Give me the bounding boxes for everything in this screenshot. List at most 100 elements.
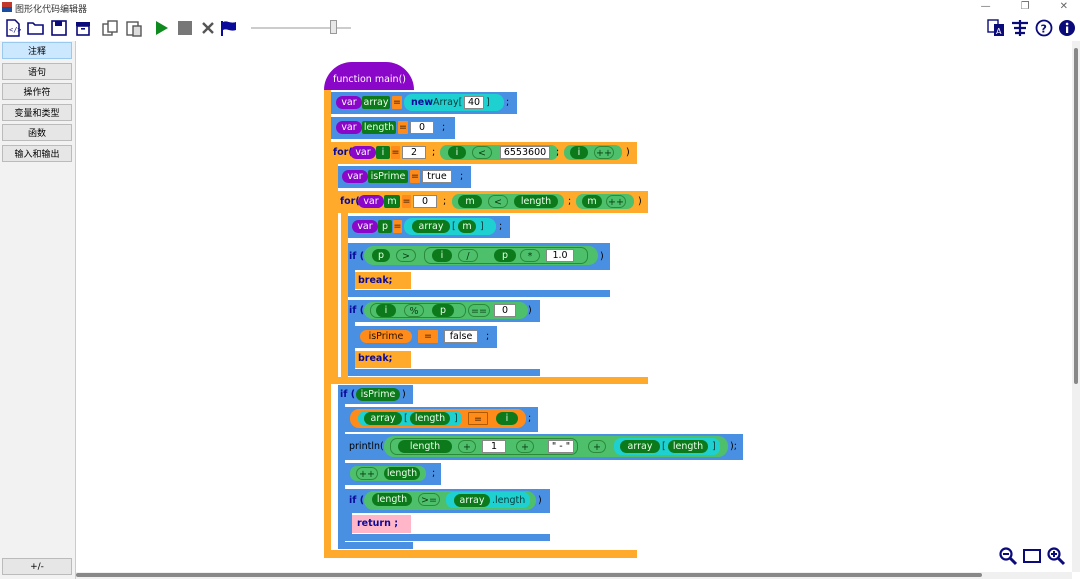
semicolon: ; xyxy=(442,122,446,133)
var-keyword: var xyxy=(342,170,368,183)
variable-p[interactable]: p xyxy=(378,220,392,233)
info-icon[interactable] xyxy=(1057,18,1077,38)
semicolon: ; xyxy=(460,171,464,182)
run-icon[interactable] xyxy=(151,18,171,38)
return-statement[interactable] xyxy=(352,515,411,533)
for-inner-spine xyxy=(341,213,348,377)
vertical-scroll-thumb[interactable] xyxy=(1074,48,1078,384)
variable-array[interactable]: array xyxy=(454,494,490,507)
equals-operator: == xyxy=(468,304,490,317)
gte-operator: >= xyxy=(418,493,440,506)
svg-text:?: ? xyxy=(1041,23,1047,36)
for-outer-end xyxy=(331,377,648,384)
variable-length[interactable]: length xyxy=(362,121,396,134)
sidebar-toggle-button[interactable]: +/- xyxy=(2,558,72,575)
speed-slider-thumb[interactable] xyxy=(330,20,337,34)
i-initial-input[interactable]: 2 xyxy=(402,146,426,159)
semicolon: ; xyxy=(486,331,490,342)
variable-m[interactable]: m xyxy=(458,220,476,233)
upper-bound-input[interactable]: 6553600 xyxy=(500,146,550,159)
variable-length[interactable]: length xyxy=(668,440,708,453)
variable-array[interactable]: array xyxy=(620,440,660,453)
one-literal-input[interactable]: 1 xyxy=(482,440,506,453)
false-literal-input[interactable]: false xyxy=(444,330,478,343)
variable-length[interactable]: length xyxy=(514,195,558,208)
flag-icon[interactable] xyxy=(219,18,239,38)
break-statement[interactable] xyxy=(355,272,411,289)
variable-i[interactable]: i xyxy=(448,146,466,159)
help-icon[interactable]: ? xyxy=(1034,18,1054,38)
function-main-block[interactable] xyxy=(324,62,414,90)
archive-icon[interactable] xyxy=(73,18,93,38)
for-outer-spine xyxy=(331,164,338,384)
assign-operator: = xyxy=(418,330,438,343)
minimize-button[interactable]: — xyxy=(980,1,991,12)
variable-array[interactable]: array xyxy=(364,412,402,425)
category-variables-types[interactable]: 变量和类型 xyxy=(2,104,72,121)
category-io[interactable]: 输入和输出 xyxy=(2,145,72,162)
code-canvas[interactable] xyxy=(76,41,1072,572)
category-functions[interactable]: 函数 xyxy=(2,124,72,141)
isprime-initial-input[interactable]: true xyxy=(422,170,452,183)
semicolon: ; xyxy=(556,147,560,158)
length-initial-input[interactable]: 0 xyxy=(410,121,434,134)
paste-icon[interactable] xyxy=(124,18,144,38)
restore-button[interactable]: ❐ xyxy=(1020,1,1030,12)
variable-length[interactable]: length xyxy=(410,412,450,425)
break-keyword: break; xyxy=(358,275,393,286)
variable-isprime[interactable]: isPrime xyxy=(368,170,408,183)
variable-i[interactable]: i xyxy=(432,249,452,262)
variable-i[interactable]: i xyxy=(376,304,396,317)
zero-literal-input[interactable]: 0 xyxy=(494,304,516,317)
zoom-fit-icon[interactable] xyxy=(1022,546,1042,566)
close-paren: ) xyxy=(626,147,630,158)
variable-isprime[interactable]: isPrime xyxy=(356,388,400,401)
m-initial-input[interactable]: 0 xyxy=(413,195,437,208)
variable-i[interactable]: i xyxy=(376,146,390,159)
variable-array[interactable]: array xyxy=(412,220,450,233)
variable-length[interactable]: length xyxy=(372,493,412,506)
variable-m[interactable]: m xyxy=(384,195,400,208)
variable-array[interactable]: array xyxy=(362,96,390,109)
zoom-out-icon[interactable] xyxy=(998,546,1018,566)
variable-p[interactable]: p xyxy=(372,249,390,262)
horizontal-scroll-thumb[interactable] xyxy=(76,573,982,577)
copy-icon[interactable] xyxy=(101,18,121,38)
speed-slider-track[interactable] xyxy=(251,27,351,29)
string-literal-input[interactable]: " - " xyxy=(548,440,574,453)
variable-isprime[interactable]: isPrime xyxy=(360,330,412,343)
category-operators[interactable]: 操作符 xyxy=(2,83,72,100)
close-paren: ) xyxy=(402,389,406,400)
var-keyword: var xyxy=(352,220,378,233)
variable-m[interactable]: m xyxy=(582,195,602,208)
stop-icon[interactable] xyxy=(175,18,195,38)
close-paren: ) xyxy=(638,196,642,207)
variable-p[interactable]: p xyxy=(494,249,516,262)
array-size-input[interactable]: 40 xyxy=(464,96,484,109)
variable-m[interactable]: m xyxy=(458,195,482,208)
close-button[interactable]: ✕ xyxy=(1059,1,1068,12)
open-folder-icon[interactable] xyxy=(26,18,46,38)
category-statements[interactable]: 语句 xyxy=(2,63,72,80)
float-literal-input[interactable]: 1.0 xyxy=(546,249,574,262)
clear-icon[interactable] xyxy=(198,18,218,38)
open-bracket: [ xyxy=(662,441,666,452)
variable-i[interactable]: i xyxy=(570,146,588,159)
translate-icon[interactable]: A xyxy=(986,18,1006,38)
variable-length[interactable]: length xyxy=(384,467,420,480)
variable-length[interactable]: length xyxy=(398,440,452,453)
new-code-icon[interactable]: </> xyxy=(3,18,23,38)
println-keyword: println( xyxy=(349,441,384,452)
assign-operator: = xyxy=(402,195,411,208)
break-statement[interactable] xyxy=(355,351,411,368)
zoom-in-icon[interactable] xyxy=(1046,546,1066,566)
assign-operator: = xyxy=(468,412,488,425)
close-bracket: ] xyxy=(480,221,484,232)
save-icon[interactable] xyxy=(49,18,69,38)
debug-icon[interactable] xyxy=(1010,18,1030,38)
close-bracket: ] xyxy=(486,97,490,108)
variable-i[interactable]: i xyxy=(496,412,518,425)
var-keyword: var xyxy=(336,96,362,109)
variable-p[interactable]: p xyxy=(432,304,454,317)
category-comments[interactable]: 注释 xyxy=(2,42,72,59)
